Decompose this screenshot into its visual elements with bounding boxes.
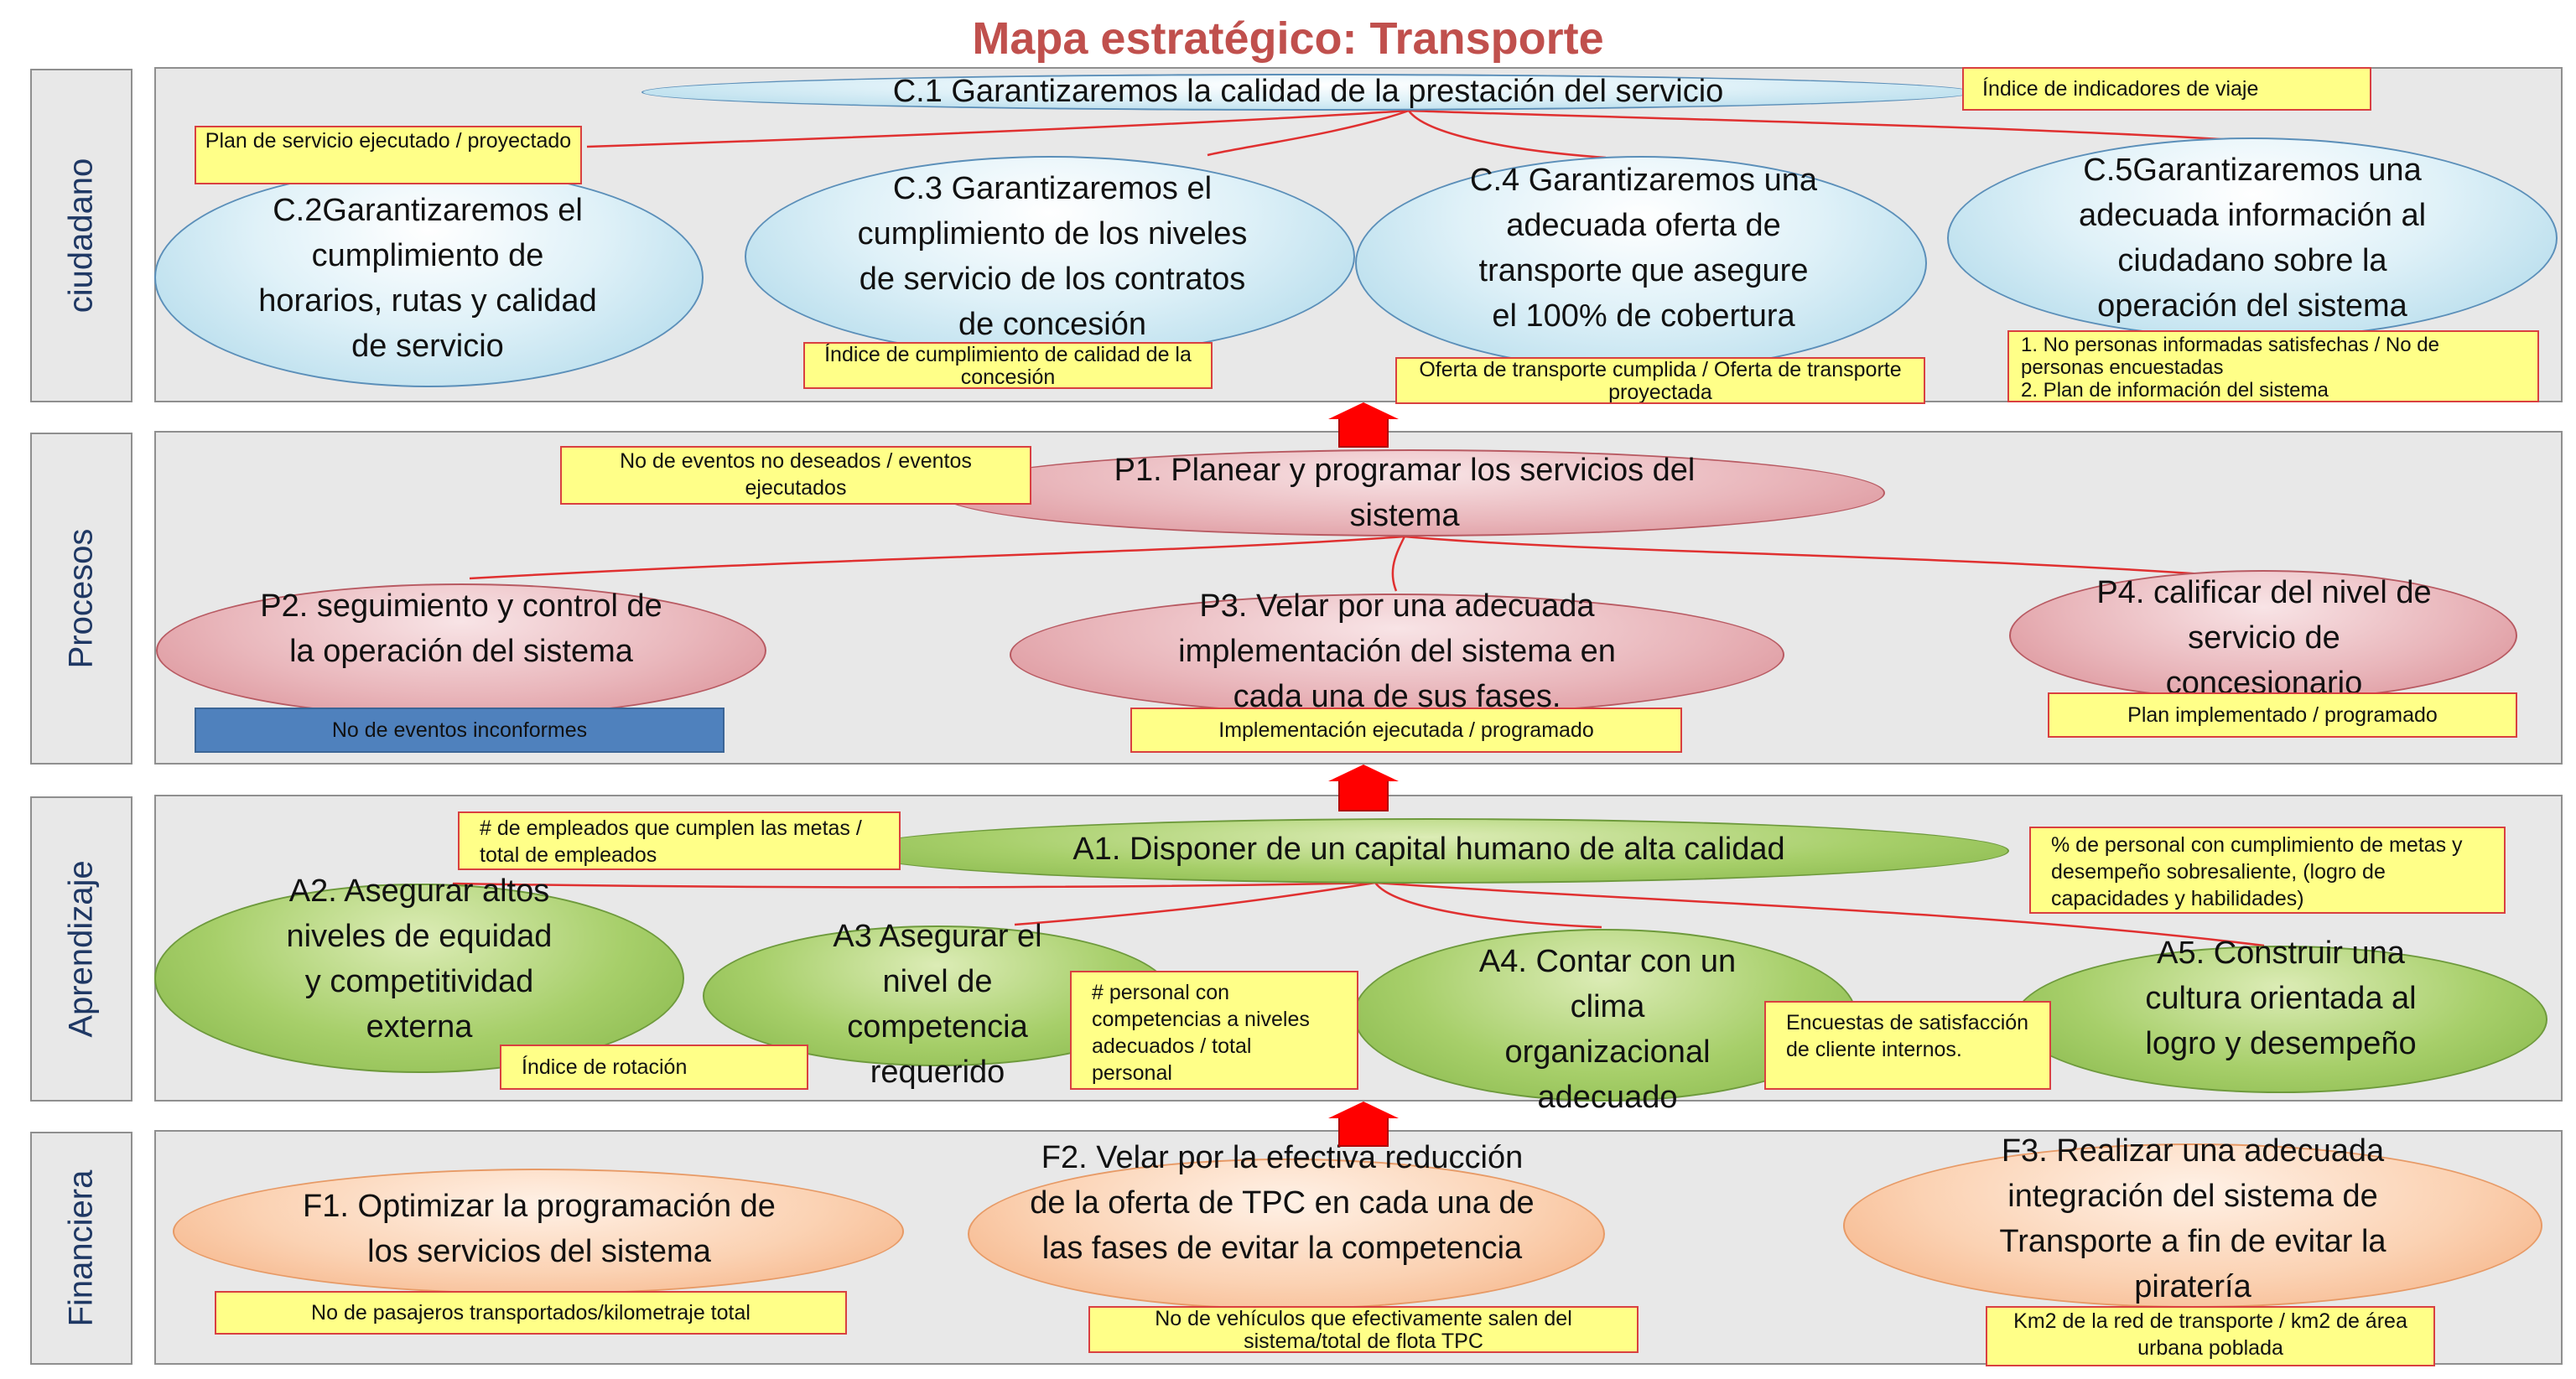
objective-a1-ellipse [849,818,2009,884]
objective-c4-ellipse [1355,156,1927,371]
arrow-stem-financiera-to-aprendizaje [1338,1118,1389,1147]
indicator-p1: No de eventos no deseados / eventos ejec… [560,446,1031,505]
objective-a5-text: A5. Construir una cultura orientada al l… [2145,936,2417,1061]
indicator-c5: 1. No personas informadas satisfechas / … [2007,330,2539,402]
objective-c3-ellipse [745,156,1355,357]
connector-p1-p2 [469,535,1405,580]
objective-p1-text: P1. Planear y programar los servicios de… [1114,453,1696,533]
objective-p2-text: P2. seguimiento y control de la operació… [260,588,662,669]
objective-a3-text: A3 Asegurar el nivel de competencia requ… [833,919,1042,1090]
objective-a2-ellipse [154,884,684,1073]
objective-p2-ellipse [156,583,766,718]
objective-c5-text: C.5Garantizaremos una adecuada informaci… [2078,153,2427,324]
connector-c1-c4 [1407,110,1607,159]
objective-a2-text: A2. Asegurar altos niveles de equidad y … [286,874,553,1045]
connector-p1-p4 [1404,535,2265,580]
objective-p4-text: P4. calificar del nivel de servicio de c… [2096,575,2432,701]
indicator-c1: Índice de indicadores de viaje [1962,67,2371,111]
connector-a1-a3 [1014,881,1376,926]
indicator-a2: Índice de rotación [500,1045,808,1090]
indicator-f3: Km2 de la red de transporte / km2 de áre… [1986,1306,2435,1366]
connector-c1-c2 [586,109,1410,148]
indicator-a1: # de empleados que cumplen las metas / t… [458,811,901,870]
connector-p1-p3 [1391,536,1406,592]
lane-label-procesos: Procesos [30,433,132,765]
objective-f1-ellipse [173,1169,904,1294]
indicator-p4: Plan implementado / programado [2048,692,2517,738]
objective-c1-ellipse [641,74,1975,111]
arrow-up-procesos-to-ciudadano [1328,402,1399,419]
objective-c1-text: C.1 Garantizaremos la calidad de la pres… [892,74,1724,109]
objective-p3-text: P3. Velar por una adecuada implementació… [1178,588,1616,714]
indicator-f2: No de vehículos que efectivamente salen … [1088,1306,1639,1353]
objective-a1-text: A1. Disponer de un capital humano de alt… [1072,832,1785,867]
connector-a1-a4 [1374,882,1602,929]
objective-c5-ellipse [1947,137,2558,339]
indicator-a5: % de personal con cumplimiento de metas … [2029,827,2506,914]
lane-label-financiera: Financiera [30,1132,132,1365]
indicator-p2: No de eventos inconformes [195,708,724,753]
connector-c1-c3 [1207,109,1410,157]
connector-a1-a5 [1374,881,2265,947]
connector-a1-a2 [452,881,1376,889]
arrow-stem-procesos-to-ciudadano [1338,419,1389,448]
objective-a5-ellipse [2014,946,2547,1093]
indicator-p3: Implementación ejecutada / programado [1130,708,1682,753]
objective-c2-ellipse [154,168,704,387]
connector-c1-c5 [1408,109,2248,143]
objective-f2-ellipse [968,1159,1605,1309]
page-title: Mapa estratégico: Transporte [972,13,1604,64]
lane-label-aprendizaje: Aprendizaje [30,796,132,1102]
indicator-c3: Índice de cumplimiento de calidad de la … [803,342,1213,389]
indicator-c2: Plan de servicio ejecutado / proyectado [195,126,582,184]
indicator-c5-line2: 2. Plan de información del sistema [2021,379,2329,402]
objective-p3-ellipse [1010,594,1784,716]
indicator-c5-line1: 1. No personas informadas satisfechas / … [2021,334,2439,379]
indicator-a4: Encuestas de satisfacción de cliente int… [1764,1001,2051,1090]
objective-p1-ellipse [937,449,1885,537]
arrow-up-aprendizaje-to-procesos [1328,765,1399,781]
objective-c2-text: C.2Garantizaremos el cumplimiento de hor… [258,193,597,364]
objective-f2-text: F2. Velar por la efectiva reducción de l… [1030,1140,1535,1266]
indicator-c4: Oferta de transporte cumplida / Oferta d… [1395,357,1925,404]
objective-a4-text: A4. Contar con un clima organizacional a… [1478,944,1737,1115]
lane-label-ciudadano: ciudadano [30,69,132,402]
arrow-stem-aprendizaje-to-procesos [1338,781,1389,811]
objective-c4-text: C.4 Garantizaremos una adecuada oferta d… [1470,163,1817,334]
arrow-up-financiera-to-aprendizaje [1328,1102,1399,1118]
objective-f3-text: F3. Realizar una adecuada integración de… [1999,1133,2386,1304]
objective-f3-ellipse [1843,1143,2542,1308]
indicator-f1: No de pasajeros transportados/kilometraj… [215,1291,847,1335]
objective-f1-text: F1. Optimizar la programación de los ser… [303,1189,776,1269]
objective-c3-text: C.3 Garantizaremos el cumplimiento de lo… [857,171,1248,342]
indicator-a3: # personal con competencias a niveles ad… [1070,971,1358,1090]
